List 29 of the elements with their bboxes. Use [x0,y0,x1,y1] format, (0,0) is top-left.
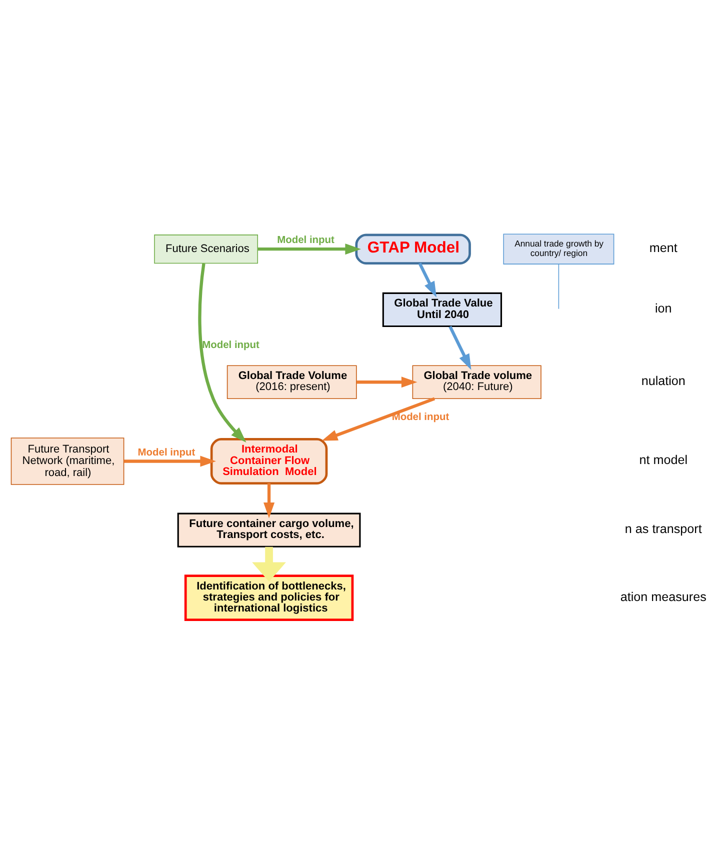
edge-label: Model input [277,235,334,246]
arrow [258,244,361,255]
arrow [356,376,418,388]
node-box: Identification of bottlenecks, strategies and policies for international logistics [184,574,354,622]
node-box: Intermodal Container Flow Simulation Model [210,438,328,484]
label: ation measures [620,590,706,604]
connector [558,264,560,310]
node-box: Future Scenarios [154,234,258,264]
node-box: GTAP Model [355,234,471,264]
node-box: Global Trade volume (2040: Future) [412,365,542,400]
node-box: Future Transport Network (maritime, road, rail) [10,438,124,485]
label: nt model [639,453,688,468]
node-box: Global Trade Value Until 2040 [382,292,502,328]
label: n as transport [624,522,702,536]
arrow [322,397,436,441]
label: ion [654,302,672,316]
node-box: Annual trade growth by country/ region [503,234,614,264]
edge-label: Model input [138,447,196,458]
arrow [418,262,436,298]
label: ment [649,241,678,256]
arrow [198,263,246,443]
edge-label: Model input [202,340,260,351]
arrow [264,483,275,518]
arrow [124,456,216,467]
arrow [252,546,286,582]
node-box: Global Trade Volume (2016: present) [226,365,357,400]
arrow [448,326,472,370]
label: nulation [641,374,686,388]
node-box: Future container cargo volume, Transport costs, etc. [177,512,361,548]
